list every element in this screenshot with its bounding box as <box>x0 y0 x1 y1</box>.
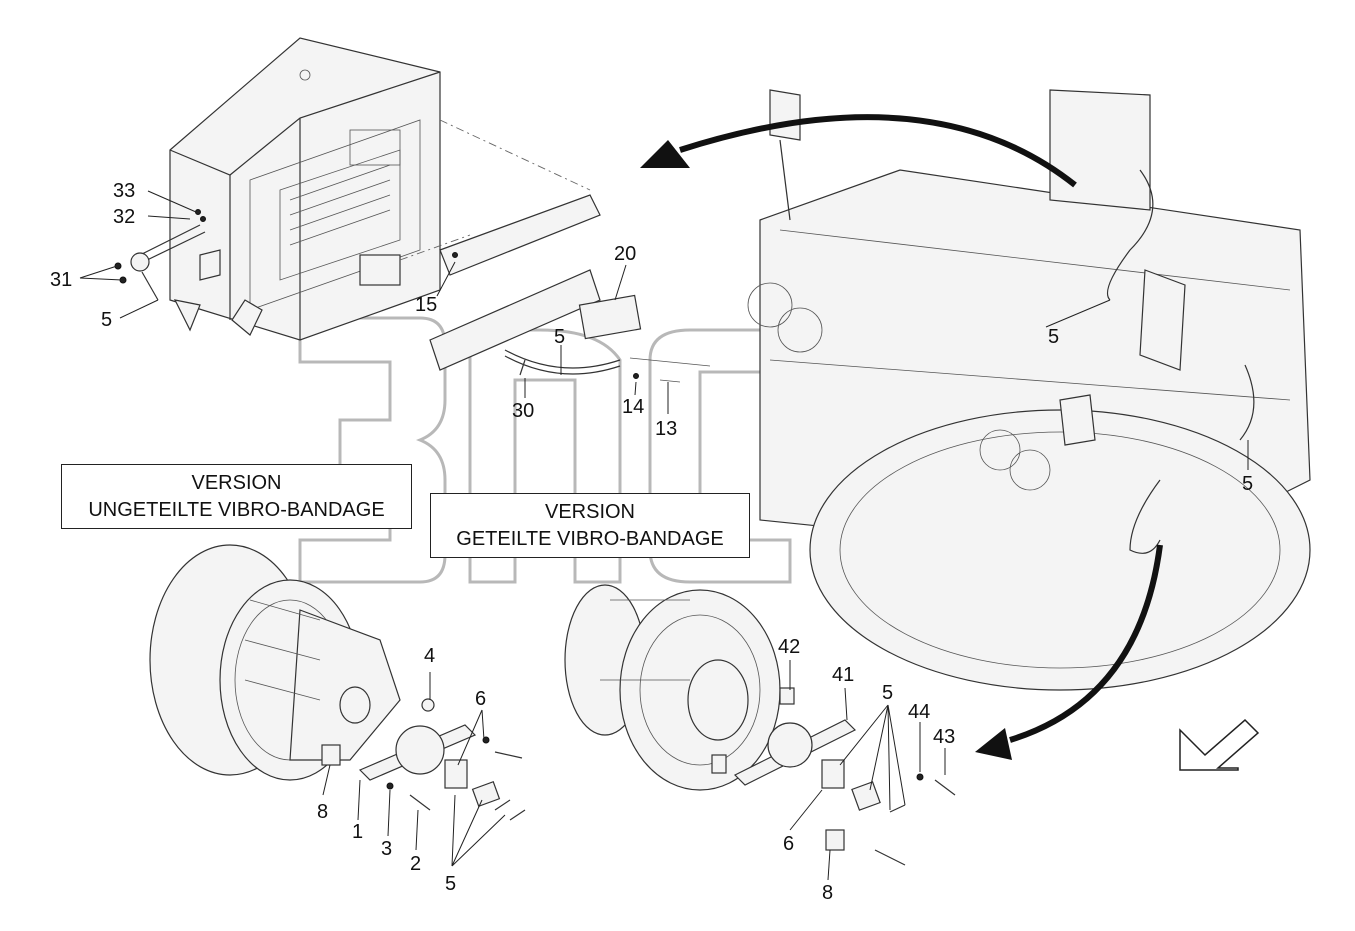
version-box-undivided-text: UNGETEILTE VIBRO-BANDAGE <box>88 499 385 521</box>
callout-8: 8 <box>822 882 833 904</box>
leader-lines <box>79 190 1249 881</box>
callout-15: 15 <box>415 294 437 316</box>
callout-6: 6 <box>783 833 794 855</box>
callout-20: 20 <box>614 243 636 265</box>
version-box-divided-title: VERSION <box>544 501 636 523</box>
roller-machine <box>747 89 1311 691</box>
callout-8: 8 <box>317 801 328 823</box>
callout-4: 4 <box>424 645 435 667</box>
callout-1: 1 <box>352 821 363 843</box>
callout-42: 42 <box>778 636 800 658</box>
callout-5: 5 <box>1048 326 1059 348</box>
callout-44: 44 <box>908 701 930 723</box>
version-box-undivided-title: VERSION <box>191 472 282 494</box>
control-cabinet <box>169 37 441 341</box>
mounting-bracket <box>399 119 601 371</box>
callout-32: 32 <box>113 206 135 228</box>
callout-labels: 33 32 31 5 15 20 5 30 14 13 5 5 4 6 8 1 … <box>50 180 1253 904</box>
arrow-to-sensor <box>975 544 1163 760</box>
version-box-divided-text: GETEILTE VIBRO-BANDAGE <box>456 528 724 550</box>
direction-arrow-icon <box>1179 718 1260 771</box>
callout-5: 5 <box>882 682 893 704</box>
callout-6: 6 <box>475 688 486 710</box>
callout-2: 2 <box>410 853 421 875</box>
sensor-bracket-undivided <box>321 698 526 821</box>
arrow-to-cabinet <box>640 114 1077 188</box>
sensor-cable-harness <box>504 294 711 383</box>
version-box-undivided: VERSION UNGETEILTE VIBRO-BANDAGE <box>61 464 412 529</box>
callout-5: 5 <box>1242 473 1253 495</box>
callout-41: 41 <box>832 664 854 686</box>
callout-13: 13 <box>655 418 677 440</box>
callout-5: 5 <box>101 309 112 331</box>
callout-3: 3 <box>381 838 392 860</box>
callout-5: 5 <box>445 873 456 895</box>
rod-assembly <box>114 209 458 301</box>
drum-motor-divided <box>564 584 781 791</box>
version-box-divided: VERSION GETEILTE VIBRO-BANDAGE <box>430 493 750 558</box>
callout-14: 14 <box>622 396 644 418</box>
callout-30: 30 <box>512 400 534 422</box>
callout-33: 33 <box>113 180 135 202</box>
sensor-bracket-divided <box>711 687 956 866</box>
callout-43: 43 <box>933 726 955 748</box>
drum-motor-undivided <box>149 544 401 781</box>
callout-31: 31 <box>50 269 72 291</box>
callout-5: 5 <box>554 326 565 348</box>
